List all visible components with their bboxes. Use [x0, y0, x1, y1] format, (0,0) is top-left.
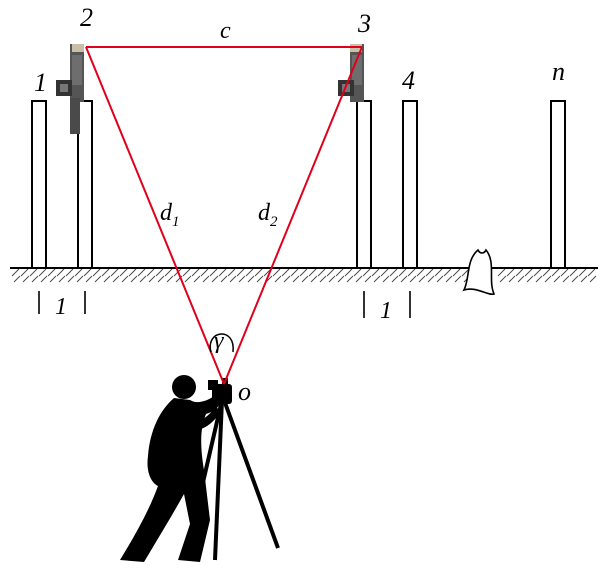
pole-n	[550, 100, 566, 269]
pole-3	[356, 100, 372, 269]
spacing-right-label: 1	[380, 298, 392, 324]
side-c-label: c	[220, 18, 231, 44]
station-label: o	[238, 377, 251, 406]
distance-d2-line	[223, 46, 363, 385]
distance-d1-line	[85, 46, 225, 385]
pole-4-label: 4	[402, 66, 415, 95]
pole-2-label: 2	[80, 3, 93, 32]
pole-4	[402, 100, 418, 269]
angle-label: γ	[214, 328, 224, 354]
spacing-marks	[38, 291, 411, 318]
d2-label: d2	[258, 200, 278, 230]
break-mark-icon	[462, 248, 496, 296]
pole-3-label: 3	[357, 9, 371, 38]
spacing-left-label: 1	[55, 294, 67, 320]
sighting-triangle	[85, 46, 363, 385]
d1-label: d1	[160, 200, 180, 230]
angle-arc	[209, 333, 234, 353]
pole-1-label: 1	[34, 68, 47, 97]
pole-n-label: n	[552, 57, 565, 86]
reflector-prism-icon	[56, 44, 84, 134]
ground-hatching	[11, 268, 597, 283]
pole-1	[31, 100, 47, 269]
surveyor-with-theodolite-icon	[120, 375, 280, 562]
pole-2	[77, 100, 93, 269]
